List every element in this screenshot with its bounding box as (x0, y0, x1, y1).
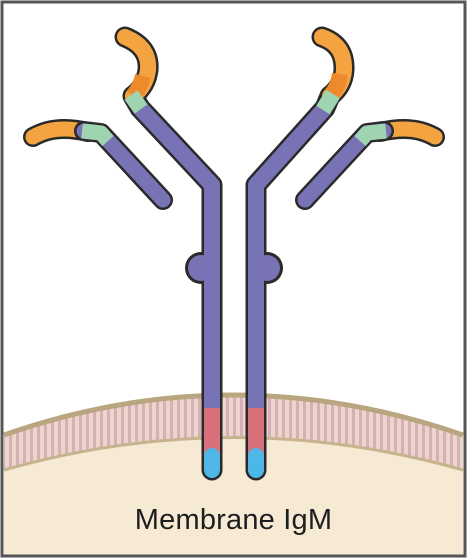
figure-caption: Membrane IgM (0, 500, 467, 540)
